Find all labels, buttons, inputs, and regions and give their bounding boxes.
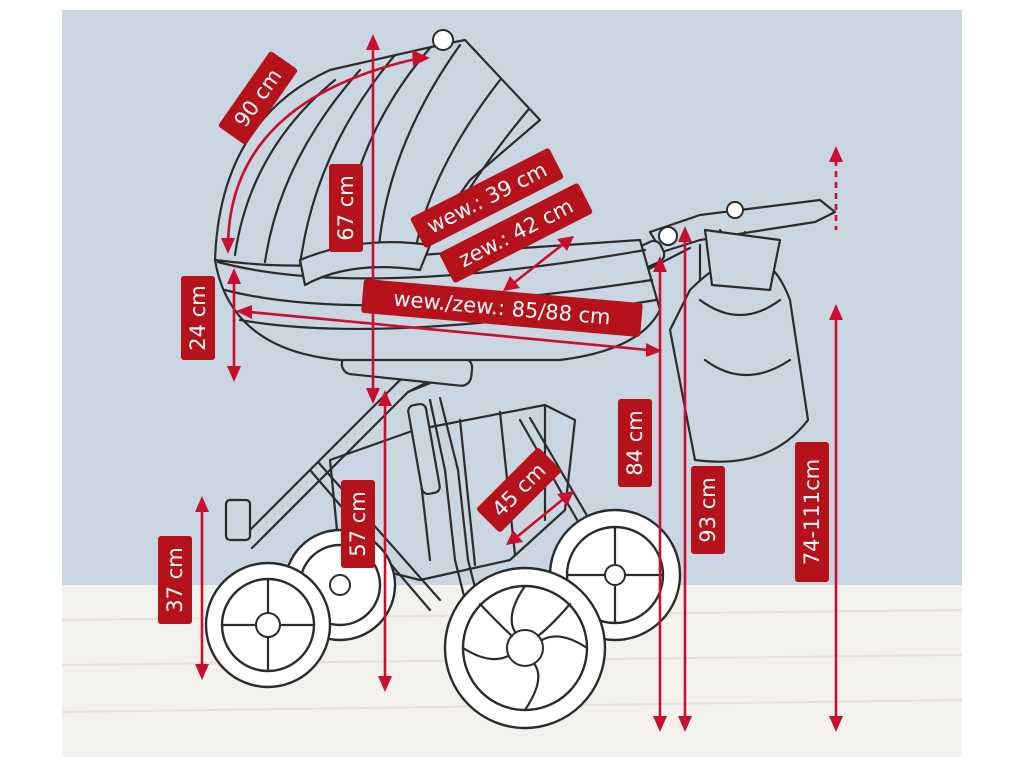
handle-upper-text: 93 cm — [696, 477, 720, 542]
seat-height-label: 57 cm — [341, 480, 375, 568]
changing-bag — [668, 228, 810, 463]
length-arrow — [236, 305, 662, 357]
chassis-height-arrow — [195, 496, 209, 680]
carrycot-height-arrow — [366, 34, 380, 404]
front-wheel-front — [443, 566, 607, 730]
handle-lower-text: 84 cm — [623, 410, 647, 475]
rear-wheel-front — [204, 561, 332, 689]
width-arrow — [503, 236, 574, 291]
chassis-height-text: 37 cm — [163, 547, 187, 612]
seat-height-text: 57 cm — [346, 491, 370, 556]
frame-joint — [224, 498, 252, 542]
handle-upper-label: 93 cm — [691, 466, 725, 554]
handle-lower-arrow — [653, 256, 667, 732]
side-height-arrow — [227, 268, 241, 382]
handle-range-label: 74-111cm — [795, 442, 829, 582]
carrycot-height-text: 67 cm — [334, 175, 358, 240]
side-height-text: 24 cm — [186, 285, 210, 350]
side-height-label: 24 cm — [181, 276, 215, 360]
carrycot-height-label: 67 cm — [329, 164, 363, 252]
seat-height-arrow — [378, 390, 392, 692]
handle-lower-label: 84 cm — [618, 399, 652, 487]
handle-upper-arrow — [678, 226, 692, 732]
handle-range-text: 74-111cm — [800, 459, 824, 565]
basket-width-arrow — [506, 491, 574, 545]
dimension-arrows — [195, 34, 843, 732]
handle-range-arrow — [829, 146, 843, 732]
chassis-height-label: 37 cm — [158, 536, 192, 624]
